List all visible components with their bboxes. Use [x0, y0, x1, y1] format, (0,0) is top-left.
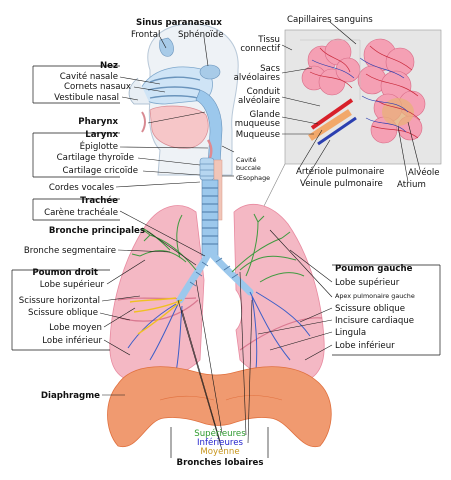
label-cornets-nasaux: Cornets nasaux — [64, 82, 131, 92]
label-pd-scissure-horizontal: Scissure horizontal — [19, 296, 100, 306]
label-pd-lobe-inferieur: Lobe inférieur — [42, 335, 102, 346]
atrium — [382, 98, 414, 126]
bronchiole-tube — [308, 109, 352, 141]
label-sphenoide: Sphénoïde — [178, 29, 223, 40]
label-incisure-cardiaque: Incisure cardiaque — [335, 316, 414, 326]
label-pd-scissure-oblique: Scissure oblique — [28, 308, 98, 318]
label-epiglotte: Épiglotte — [80, 140, 118, 152]
label-cartilage-cricoide: Cartilage cricoïde — [63, 166, 138, 176]
right-horizontal-fissure — [117, 297, 197, 301]
label-alveole: Alvéole — [408, 167, 440, 178]
label-trachee-title: Trachée — [80, 195, 118, 206]
label-larynx-title: Larynx — [85, 130, 118, 140]
label-pg-lobe-inferieur: Lobe inférieur — [335, 340, 395, 351]
label-conduit-alveolaire-2: alvéolaire — [238, 95, 280, 106]
label-inferieures: Inférieures — [197, 437, 244, 448]
main-bronchi-rings — [189, 257, 239, 287]
label-cavite-buccale-2: buccale — [236, 164, 261, 172]
label-muqueuse: Muqueuse — [236, 130, 280, 140]
label-carene-tracheale: Carène trachéale — [44, 207, 118, 218]
label-apex-pulmonaire: Apex pulmonaire gauche — [335, 292, 415, 300]
capillaries — [309, 45, 421, 139]
venule-tube — [317, 116, 357, 146]
diaphragm — [107, 366, 332, 448]
label-bronche-segmentaire: Bronche segmentaire — [24, 246, 116, 256]
label-pg-lobe-superieur: Lobe supérieur — [335, 277, 400, 288]
label-tissu-connectif-1: Tissu — [257, 35, 280, 45]
labels: Sinus paranasaux Frontal Sphénoïde Nez C… — [19, 15, 440, 468]
label-tissu-connectif-2: connectif — [240, 44, 281, 54]
label-capillaires-sanguins: Capillaires sanguins — [287, 15, 373, 25]
label-conduit-alveolaire-1: Conduit — [247, 87, 281, 97]
label-nez-title: Nez — [100, 61, 118, 71]
label-diaphragme: Diaphragme — [41, 391, 100, 401]
label-vestibule-nasal: Vestibule nasal — [54, 93, 119, 103]
lungs — [109, 179, 325, 383]
venules — [311, 57, 409, 133]
label-bronches-lobaires: Bronches lobaires — [177, 458, 264, 468]
epiglottis — [206, 139, 213, 159]
label-sacs-alveolaires-1: Sacs — [260, 64, 280, 74]
label-cavite-nasale: Cavité nasale — [60, 71, 118, 82]
label-poumon-droit-title: Poumon droit — [32, 268, 98, 278]
label-frontal: Frontal — [131, 30, 160, 40]
sphenoid-sinus — [199, 64, 221, 80]
bronchi-upper — [131, 213, 305, 283]
alveoli-inset — [256, 29, 442, 216]
label-cartilage-thyroide: Cartilage thyroïde — [57, 153, 134, 163]
label-glande-muqueuse-1: Glande — [249, 110, 280, 120]
label-glande-muqueuse-2: muqueuse — [235, 119, 280, 129]
label-poumon-gauche-title: Poumon gauche — [335, 264, 413, 274]
lips — [141, 111, 146, 133]
label-atrium: Atrium — [397, 180, 426, 190]
label-arteriole-pulmonaire: Artériole pulmonaire — [296, 166, 384, 177]
label-pg-scissure-oblique: Scissure oblique — [335, 304, 405, 314]
label-moyenne: Moyenne — [200, 447, 239, 457]
label-cordes-vocales: Cordes vocales — [49, 183, 115, 193]
nasal-turbinates — [147, 76, 201, 99]
trachea — [201, 179, 219, 257]
label-pd-lobe-superieur: Lobe supérieur — [40, 279, 105, 290]
label-pharynx: Pharynx — [78, 117, 118, 127]
label-veinule-pulmonaire: Veinule pulmonaire — [300, 179, 383, 189]
leader-lines — [11, 21, 441, 458]
main-bronchi — [176, 250, 254, 304]
label-lingula: Lingula — [335, 328, 366, 338]
larynx-rings — [200, 163, 214, 177]
oral-cavity — [149, 105, 209, 149]
label-pd-lobe-moyen: Lobe moyen — [49, 323, 102, 333]
left-oblique-fissure — [239, 317, 323, 351]
inset-pointer-line — [261, 163, 286, 211]
nose — [128, 77, 150, 105]
label-oesophage: Œsophage — [236, 174, 270, 182]
arteriole-tube — [310, 98, 354, 130]
label-sacs-alveolaires-2: alvéolaires — [234, 72, 281, 83]
larynx — [199, 157, 215, 181]
head-section — [128, 23, 239, 221]
label-sinus-title: Sinus paranasaux — [136, 18, 222, 28]
label-superieures: Supérieures — [194, 428, 246, 439]
label-bronche-principales: Bronche principales — [49, 226, 145, 236]
label-cavite-buccale-1: Cavité — [236, 156, 256, 164]
connective-tissue — [300, 39, 361, 100]
